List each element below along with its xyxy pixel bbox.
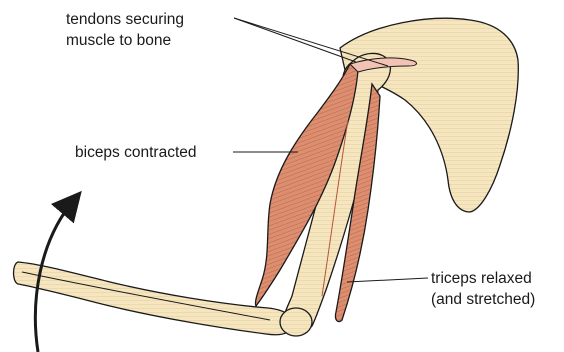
elbow-joint — [280, 308, 312, 336]
tendons-leader-line-1 — [234, 18, 356, 62]
biceps-label-text: biceps contracted — [75, 142, 197, 163]
triceps-label-line1: triceps relaxed — [431, 268, 535, 289]
triceps-leader-line — [347, 278, 428, 282]
tendons-label-line2: muscle to bone — [66, 30, 184, 51]
tendons-label: tendons securing muscle to bone — [66, 9, 184, 51]
tendons-label-line1: tendons securing — [66, 9, 184, 30]
biceps-label: biceps contracted — [75, 142, 197, 163]
triceps-label: triceps relaxed (and stretched) — [431, 268, 535, 310]
triceps-label-line2: (and stretched) — [431, 289, 535, 310]
